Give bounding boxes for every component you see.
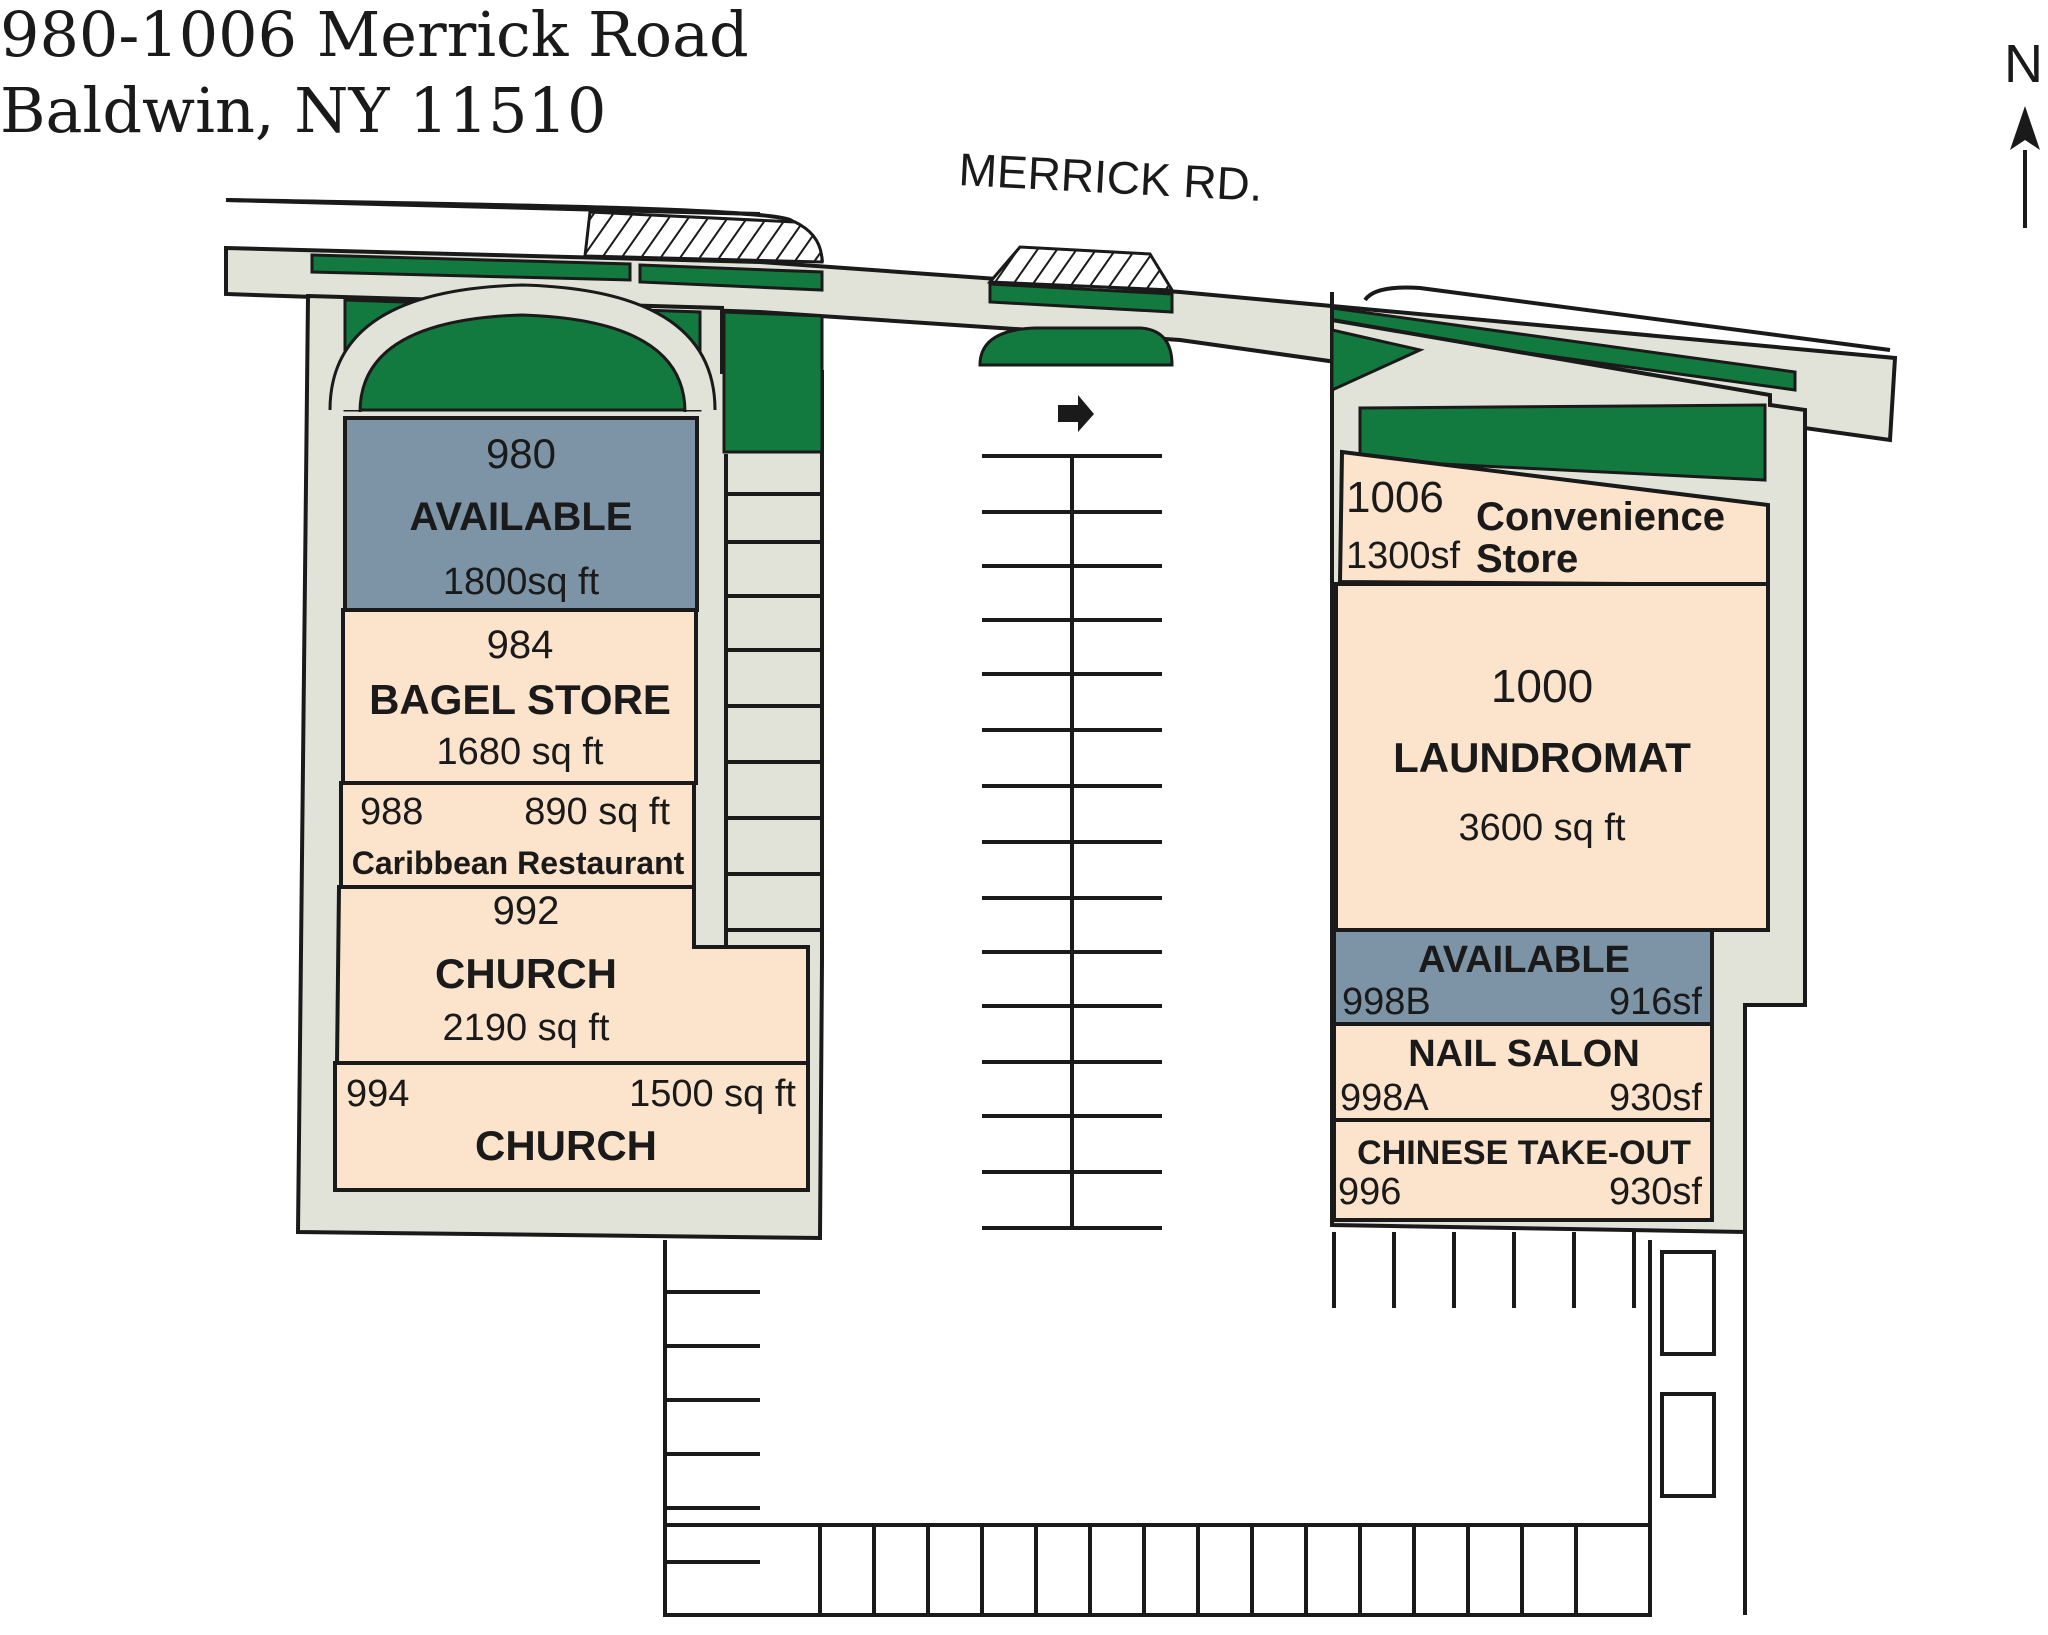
unit-998b[interactable] [1332, 928, 1714, 1026]
unit-1006-name-line1: Convenience [1476, 495, 1725, 539]
dumpster-pad [1660, 1392, 1716, 1498]
rear-lot-outline [663, 1240, 1652, 1617]
landscape-strip [638, 263, 824, 292]
unit-1000-size: 3600 sq ft [1459, 807, 1626, 849]
parking-stripes-center [982, 454, 1162, 1230]
dumpster-pad [1660, 1250, 1716, 1356]
compass-label: N [2004, 34, 2043, 94]
unit-998b-number: 998B [1342, 981, 1431, 1023]
parking-stripes-rear-bottom [665, 1523, 1650, 1615]
unit-1006-size: 1300sf [1346, 535, 1461, 577]
unit-998b-size: 916sf [1609, 981, 1702, 1023]
unit-992-number: 992 [493, 889, 560, 933]
unit-994-name: CHURCH [475, 1122, 657, 1169]
unit-998a-name: NAIL SALON [1408, 1033, 1640, 1075]
parking-stripes-right [1332, 1232, 1636, 1308]
parking-stripes-rear-left [665, 1290, 760, 1564]
unit-988-name: Caribbean Restaurant [352, 845, 685, 881]
unit-980-size: 1800sq ft [443, 561, 600, 603]
street-label: MERRICK RD. [957, 143, 1263, 211]
address-line-1: 980-1006 Merrick Road [0, 0, 749, 71]
north-compass: N [2004, 34, 2043, 228]
unit-996-number: 996 [1338, 1171, 1401, 1213]
walkway-arch [330, 284, 715, 411]
unit-980-status: AVAILABLE [410, 495, 633, 539]
unit-992-size: 2190 sq ft [443, 1007, 610, 1049]
walkway-arch-outline [328, 283, 717, 413]
north-arrow-icon [2010, 106, 2040, 150]
unit-1006-number: 1006 [1346, 473, 1444, 522]
unit-996-name: CHINESE TAKE-OUT [1357, 1134, 1691, 1172]
center-landscape-island [978, 326, 1174, 367]
unit-994-size: 1500 sq ft [629, 1073, 796, 1115]
landscape-right-corner [722, 310, 824, 454]
hatched-crosswalk-left [583, 210, 824, 264]
unit-1000-number: 1000 [1491, 660, 1593, 712]
unit-998a[interactable] [1332, 1022, 1714, 1122]
unit-994[interactable] [333, 1061, 810, 1192]
unit-980-number: 980 [486, 430, 556, 477]
unit-1006-name-line2: Store [1476, 537, 1578, 581]
parking-stripes-left [724, 454, 822, 945]
unit-996-size: 930sf [1609, 1171, 1702, 1213]
unit-988[interactable] [339, 781, 696, 889]
unit-984-size: 1680 sq ft [437, 731, 604, 773]
unit-998a-size: 930sf [1609, 1077, 1702, 1119]
unit-984-name: BAGEL STORE [369, 676, 671, 723]
address-line-2: Baldwin, NY 11510 [0, 74, 607, 147]
unit-994-number: 994 [346, 1073, 409, 1115]
traffic-arrow [1058, 395, 1094, 432]
unit-1000[interactable] [1334, 582, 1770, 932]
unit-998a-number: 998A [1340, 1077, 1429, 1119]
landscape-strip [310, 253, 632, 282]
landscape-strip [988, 282, 1174, 314]
unit-988-size: 890 sq ft [524, 791, 670, 833]
unit-980[interactable] [343, 416, 699, 612]
hatched-crosswalk-center [986, 245, 1175, 292]
unit-996[interactable] [1332, 1118, 1714, 1222]
unit-1000-name: LAUNDROMAT [1393, 734, 1691, 781]
unit-992-name: CHURCH [435, 950, 617, 997]
unit-984-number: 984 [487, 623, 554, 667]
unit-998b-status: AVAILABLE [1418, 939, 1630, 981]
unit-988-number: 988 [360, 791, 423, 833]
landscape-right-building [1358, 403, 1767, 482]
landscape-corner-right [1330, 328, 1425, 393]
